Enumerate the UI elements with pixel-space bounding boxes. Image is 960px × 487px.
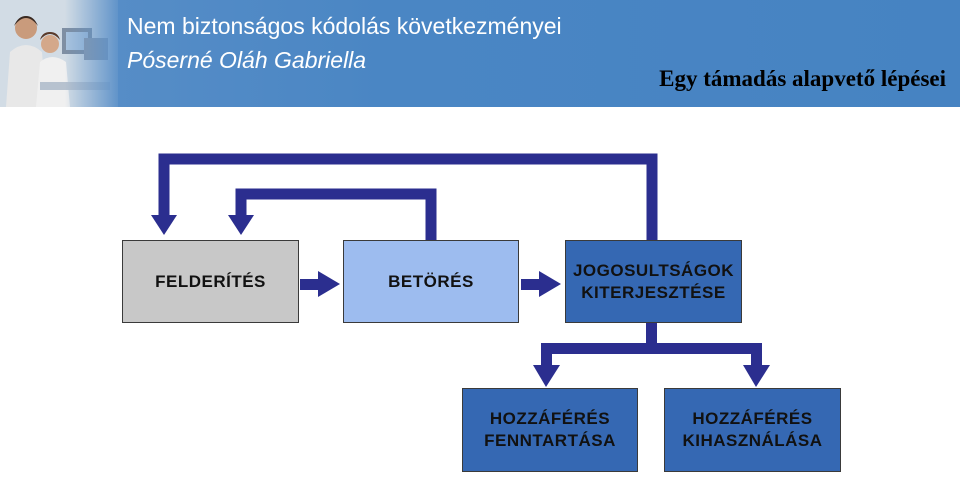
step-felderites-label: FELDERÍTÉS — [155, 271, 266, 291]
feedback-arrow-outer — [158, 153, 658, 240]
presentation-title: Nem biztonságos kódolás következményei — [127, 13, 562, 39]
flow-arrow-2-head — [539, 271, 561, 297]
step-felderites-box: FELDERÍTÉS — [122, 240, 299, 323]
split-arrow-left-head — [533, 365, 560, 387]
step-jogosultsagok-label-line2: KITERJESZTÉSE — [581, 282, 726, 302]
step-fenntartas-box: HOZZÁFÉRÉS FENNTARTÁSA — [462, 388, 638, 472]
split-arrow-bar — [541, 343, 762, 354]
step-kihasznalas-label-line2: KIHASZNÁLÁSA — [682, 431, 823, 450]
step-betores-label: BETÖRÉS — [388, 271, 474, 291]
split-arrow-right-shaft — [751, 343, 762, 367]
split-arrow-left-shaft — [541, 343, 552, 367]
step-jogosultsagok-box: JOGOSULTSÁGOK KITERJESZTÉSE — [565, 240, 742, 323]
feedback-arrow-inner — [235, 188, 437, 240]
diagram-connectors — [151, 153, 770, 387]
step-kihasznalas-box: HOZZÁFÉRÉS KIHASZNÁLÁSA — [664, 388, 841, 472]
header-photo — [0, 0, 118, 107]
header-banner: Nem biztonságos kódolás következményei P… — [0, 0, 960, 107]
flow-arrow-1-head — [318, 271, 340, 297]
slide-title: Egy támadás alapvető lépései — [659, 66, 946, 91]
step-kihasznalas-label-line1: HOZZÁFÉRÉS — [692, 409, 813, 428]
author-name: Póserné Oláh Gabriella — [127, 47, 367, 73]
split-arrow-stem — [646, 322, 657, 350]
step-fenntartas-label-line2: FENNTARTÁSA — [484, 431, 616, 450]
flow-arrow-2-shaft — [521, 279, 541, 290]
flow-arrow-1-shaft — [300, 279, 320, 290]
step-betores-box: BETÖRÉS — [343, 240, 519, 323]
attack-steps-diagram: FELDERÍTÉS BETÖRÉS JOGOSULTSÁGOK KITERJE… — [0, 107, 960, 487]
feedback-arrow-outer-head — [151, 215, 177, 235]
step-fenntartas-label-line1: HOZZÁFÉRÉS — [489, 409, 611, 428]
feedback-arrow-inner-head — [228, 215, 254, 235]
split-arrow-right-head — [743, 365, 770, 387]
step-jogosultsagok-label-line1: JOGOSULTSÁGOK — [572, 260, 735, 280]
